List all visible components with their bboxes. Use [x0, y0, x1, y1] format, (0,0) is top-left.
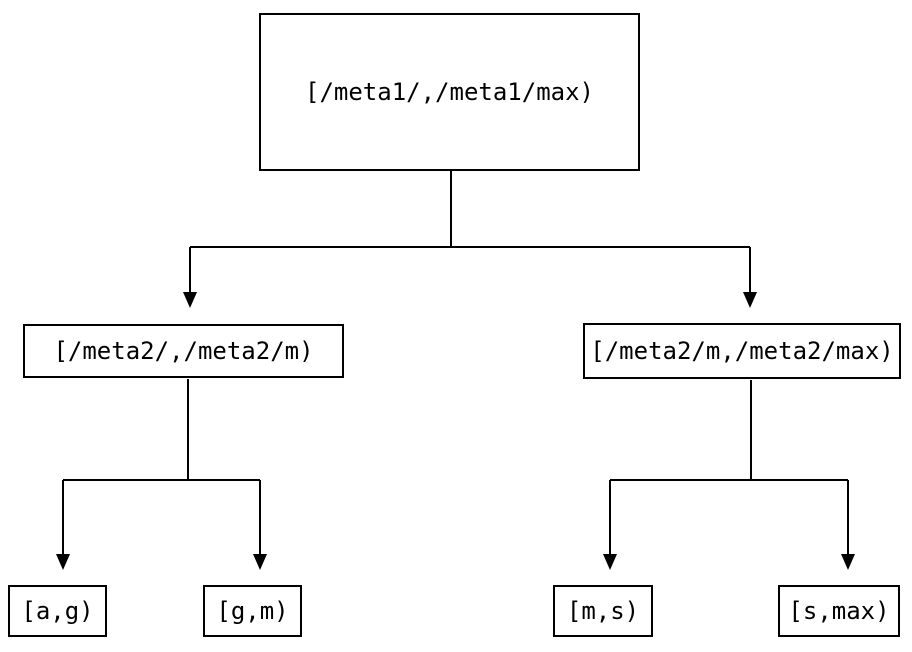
arrowhead-down-icon	[841, 554, 855, 570]
tree-node-meta2-high: [/meta2/m,/meta2/max)	[583, 323, 901, 379]
tree-node-label: [a,g)	[21, 597, 94, 625]
arrowhead-down-icon	[183, 292, 197, 308]
arrowhead-down-icon	[603, 554, 617, 570]
arrowhead-down-icon	[253, 554, 267, 570]
tree-node-leaf-ag: [a,g)	[8, 585, 107, 637]
edge-root-to-children	[183, 171, 757, 308]
tree-node-label: [s,max)	[788, 597, 890, 625]
tree-node-leaf-ms: [m,s)	[553, 585, 653, 637]
arrowhead-down-icon	[56, 554, 70, 570]
tree-node-label: [/meta2/,/meta2/m)	[53, 337, 314, 365]
arrowhead-down-icon	[743, 292, 757, 308]
edge-meta2low-to-leaves	[56, 379, 267, 570]
tree-node-meta2-low: [/meta2/,/meta2/m)	[23, 324, 344, 378]
tree-node-label: [/meta2/m,/meta2/max)	[590, 337, 894, 365]
tree-node-leaf-smax: [s,max)	[778, 585, 900, 637]
edge-meta2high-to-leaves	[603, 380, 855, 570]
tree-node-label: [m,s)	[566, 597, 640, 625]
tree-node-label: [g,m)	[216, 597, 289, 625]
tree-node-leaf-gm: [g,m)	[203, 585, 302, 637]
tree-node-label: [/meta1/,/meta1/max)	[305, 78, 594, 106]
tree-node-root: [/meta1/,/meta1/max)	[259, 13, 640, 171]
